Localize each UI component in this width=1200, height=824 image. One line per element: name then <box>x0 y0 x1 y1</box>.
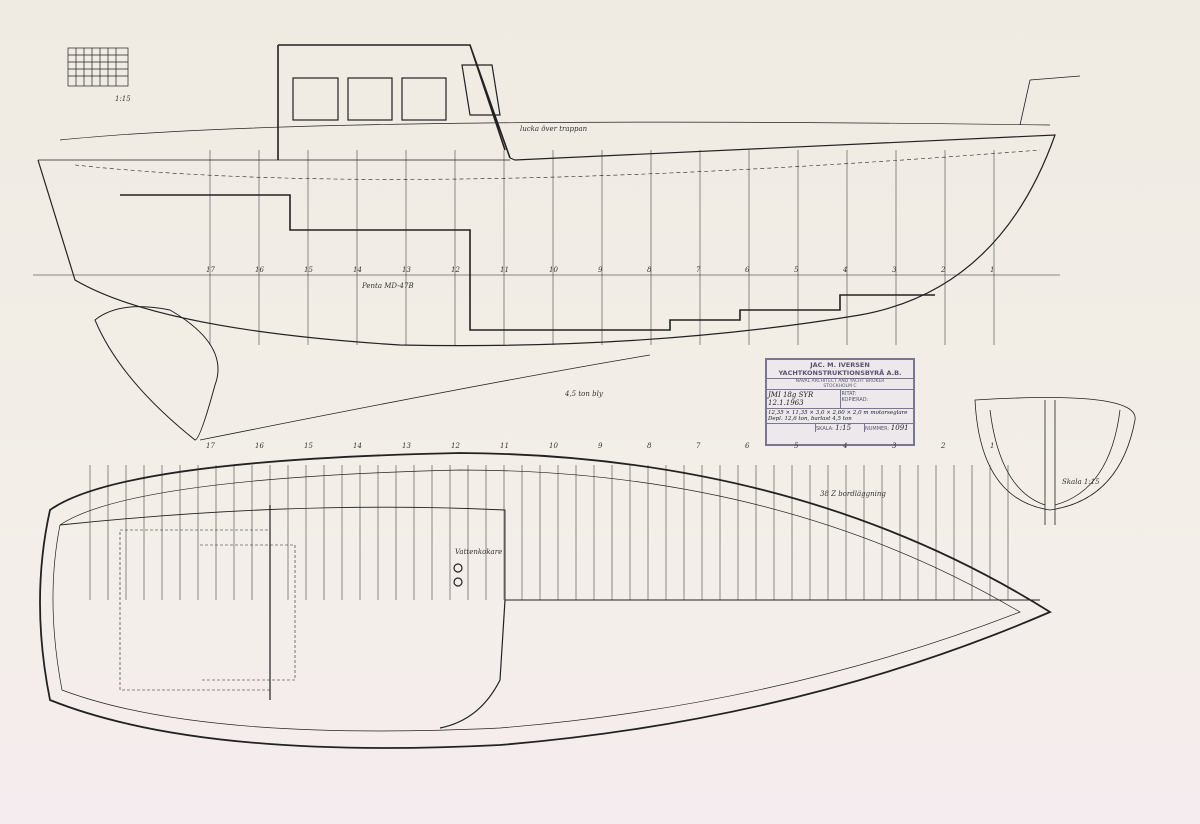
station-number: 5 <box>794 442 799 450</box>
drawing-date: 12.1.1963 <box>768 399 804 407</box>
title-block: JAC. M. IVERSEN YACHTKONSTRUKTIONSBYRÅ A… <box>765 358 915 446</box>
station-number: 9 <box>598 442 603 450</box>
dimensions: 12,35 × 11,35 × 3,0 × 2,60 × 2,0 m motor… <box>768 410 908 416</box>
station-number: 1 <box>990 442 995 450</box>
kopierad-label: KOPIERAD: <box>841 397 869 403</box>
station-number: 10 <box>549 442 558 450</box>
firm-name: JAC. M. IVERSEN YACHTKONSTRUKTIONSBYRÅ A… <box>767 360 913 379</box>
drawing-number: 1091 <box>890 424 909 432</box>
station-number: 11 <box>500 442 509 450</box>
station-number: 10 <box>549 266 558 274</box>
station-number: 8 <box>647 266 652 274</box>
scale-label: SKALA: <box>816 426 834 432</box>
scale-bar-label: 1:15 <box>115 95 131 103</box>
stove-label: Vattenkokare <box>455 548 503 556</box>
firm-city: STOCKHOLM C <box>823 384 857 389</box>
engine-label: Penta MD-47B <box>362 282 414 290</box>
drawing-name: JMI 18g SYR <box>768 391 814 399</box>
body-plan-label: Skala 1:15 <box>1062 478 1100 486</box>
scale: 1:15 <box>835 424 852 432</box>
plan-view <box>39 452 1052 749</box>
station-number: 9 <box>598 266 603 274</box>
hatch-label: lucka över trappan <box>520 125 588 133</box>
number-label: NUMMER: <box>865 426 890 432</box>
station-number: 5 <box>794 266 799 274</box>
deck-label: 38 Z bordläggning <box>820 490 886 498</box>
station-number: 3 <box>892 442 897 450</box>
station-number: 14 <box>353 442 362 450</box>
station-number: 8 <box>647 442 652 450</box>
station-number: 12 <box>451 266 460 274</box>
station-number: 7 <box>696 442 701 450</box>
station-number: 6 <box>745 266 750 274</box>
station-number: 2 <box>941 266 946 274</box>
profile-view <box>33 44 1081 441</box>
displacement: Depl. 12,6 ton, barlast 4,5 ton <box>768 416 852 422</box>
station-number: 7 <box>696 266 701 274</box>
station-number: 14 <box>353 266 362 274</box>
scale-grid <box>67 47 129 87</box>
body-plan <box>974 397 1136 525</box>
station-number: 12 <box>451 442 460 450</box>
station-number: 6 <box>745 442 750 450</box>
station-number: 17 <box>206 266 215 274</box>
station-number: 15 <box>304 442 313 450</box>
station-number: 15 <box>304 266 313 274</box>
station-number: 3 <box>892 266 897 274</box>
ballast-label: 4,5 ton bly <box>565 390 603 398</box>
station-number: 1 <box>990 266 995 274</box>
station-number: 4 <box>843 266 848 274</box>
station-number: 11 <box>500 266 509 274</box>
station-number: 13 <box>402 266 411 274</box>
ritat-label: RITAT: <box>841 391 857 397</box>
station-number: 16 <box>255 266 264 274</box>
station-number: 17 <box>206 442 215 450</box>
station-number: 4 <box>843 442 848 450</box>
station-number: 2 <box>941 442 946 450</box>
firm-subtitle: NAVAL ARCHITECT AND YACHT BROKER <box>795 379 885 384</box>
station-number: 13 <box>402 442 411 450</box>
station-number: 16 <box>255 442 264 450</box>
